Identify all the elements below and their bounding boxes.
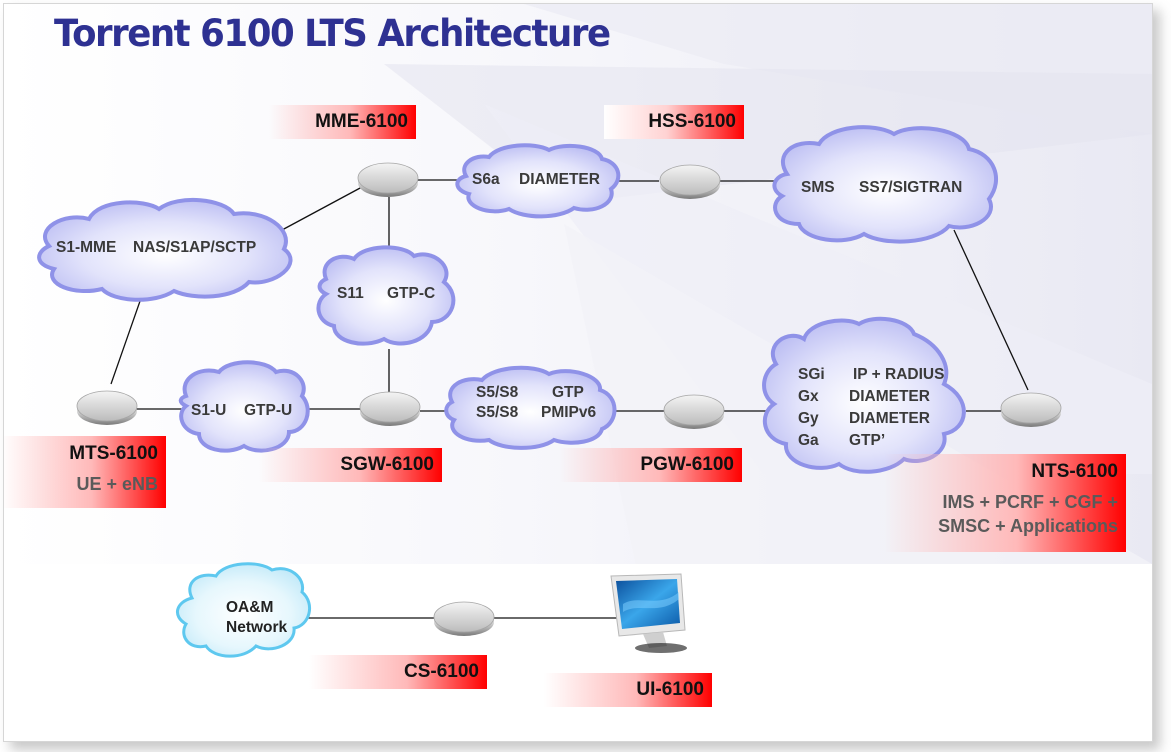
gy-row-iface: Gy: [798, 410, 819, 427]
pgw-name: PGW-6100: [640, 454, 734, 475]
sgi-row-proto: IP + RADIUS: [853, 366, 944, 383]
s11-iface: S11: [337, 285, 364, 302]
s5s8-gtp-iface: S5/S8: [476, 384, 519, 401]
sgw-name: SGW-6100: [340, 454, 434, 475]
cloud-sgi: SGi IP + RADIUS Gx DIAMETER Gy DIAMETER …: [762, 316, 966, 474]
oam-line1: OA&M: [226, 599, 273, 616]
monitor-icon[interactable]: [610, 573, 687, 653]
server-node-icon[interactable]: [659, 164, 721, 200]
s5s8-pmip-iface: S5/S8: [476, 404, 519, 421]
mts-sub: UE + eNB: [76, 474, 158, 494]
server-node-icon[interactable]: [1000, 392, 1062, 428]
sgi-row-iface: SGi: [798, 366, 825, 383]
cloud-s5s8: S5/S8 GTP S5/S8 PMIPv6: [444, 365, 617, 450]
gx-row-iface: Gx: [798, 388, 819, 405]
cs-label: CS-6100: [309, 655, 487, 689]
ui-name: UI-6100: [636, 679, 704, 700]
s6a-iface: S6a: [472, 171, 500, 188]
sms-proto: SS7/SIGTRAN: [859, 179, 962, 196]
nts-sub-line1: IMS + PCRF + CGF +: [942, 492, 1118, 512]
s1u-proto: GTP-U: [244, 402, 292, 419]
ui-label: UI-6100: [544, 673, 712, 707]
gx-row-proto: DIAMETER: [849, 388, 930, 405]
sms-iface: SMS: [801, 179, 835, 196]
server-node-icon[interactable]: [76, 390, 138, 426]
ga-row-proto: GTP’: [849, 432, 885, 449]
s1u-iface: S1-U: [191, 402, 226, 419]
nts-label: NTS-6100 IMS + PCRF + CGF + SMSC + Appli…: [884, 454, 1126, 552]
cloud-s6a: S6a DIAMETER: [455, 143, 621, 219]
oam-line2: Network: [226, 619, 288, 636]
server-node-icon[interactable]: [359, 391, 421, 427]
s5s8-pmip-proto: PMIPv6: [541, 404, 597, 421]
cloud-s11: S11 GTP-C: [316, 245, 456, 346]
slide: Torrent 6100 LTS Architecture: [3, 3, 1153, 742]
nts-name: NTS-6100: [1031, 461, 1118, 482]
s1mme-proto: NAS/S1AP/SCTP: [133, 239, 256, 256]
cs-name: CS-6100: [404, 661, 479, 682]
link-sms-nts: [953, 229, 1029, 391]
page-title: Torrent 6100 LTS Architecture: [54, 12, 611, 55]
s1mme-iface: S1-MME: [56, 239, 116, 256]
mme-name: MME-6100: [315, 111, 408, 132]
pgw-label: PGW-6100: [559, 448, 742, 482]
cloud-oam-network: OA&M Network: [176, 562, 312, 658]
s11-proto: GTP-C: [387, 285, 435, 302]
cloud-sms: SMS SS7/SIGTRAN: [772, 125, 999, 244]
architecture-diagram: S1-MME NAS/S1AP/SCTP S6a DIAMETER SMS SS…: [37, 125, 1062, 658]
sgw-label: SGW-6100: [259, 448, 442, 482]
mme-label: MME-6100: [269, 105, 416, 139]
ga-row-iface: Ga: [798, 432, 819, 449]
link-mme-s1mme: [268, 186, 363, 238]
mts-label: MTS-6100 UE + eNB: [4, 436, 166, 508]
s6a-proto: DIAMETER: [519, 171, 600, 188]
s5s8-gtp-proto: GTP: [552, 384, 584, 401]
hss-name: HSS-6100: [648, 111, 736, 132]
cloud-s1mme: S1-MME NAS/S1AP/SCTP: [37, 197, 293, 302]
nts-sub-line2: SMSC + Applications: [938, 516, 1118, 536]
gy-row-proto: DIAMETER: [849, 410, 930, 427]
hss-label: HSS-6100: [604, 105, 744, 139]
server-node-icon[interactable]: [357, 162, 419, 198]
server-node-icon[interactable]: [663, 394, 725, 430]
mts-name: MTS-6100: [69, 443, 158, 464]
cloud-s1u: S1-U GTP-U: [178, 360, 310, 453]
server-node-icon[interactable]: [433, 601, 495, 637]
